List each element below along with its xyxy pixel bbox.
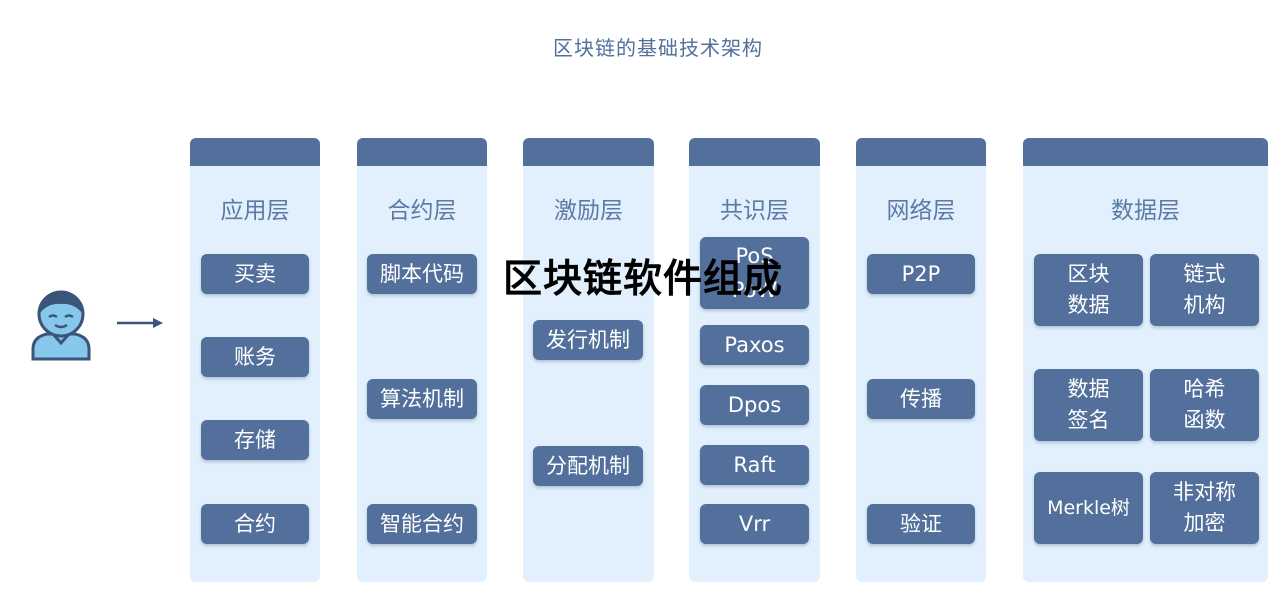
layer-item: 验证 bbox=[867, 504, 975, 544]
incentive-layer: 激励层 发行机制 分配机制 bbox=[523, 138, 654, 582]
data-item-line: 签名 bbox=[1067, 408, 1110, 432]
layer-title: 数据层 bbox=[1111, 198, 1180, 224]
layer-item: 智能合约 bbox=[367, 504, 477, 544]
layer-header-bar bbox=[856, 138, 986, 166]
layer-header-bar bbox=[1023, 138, 1268, 166]
network-layer: 网络层 P2P 传播 验证 bbox=[856, 138, 986, 582]
layer-item: Dpos bbox=[700, 385, 809, 425]
layer-item: 买卖 bbox=[201, 254, 309, 294]
consensus-layer: 共识层 PoS PoW Paxos Dpos Raft Vrr bbox=[689, 138, 820, 582]
application-layer: 应用层 买卖 账务 存储 合约 bbox=[190, 138, 320, 582]
layer-header-bar bbox=[689, 138, 820, 166]
layer-header-bar bbox=[190, 138, 320, 166]
layer-header-bar bbox=[357, 138, 487, 166]
layer-item: 传播 bbox=[867, 379, 975, 419]
layer-title: 网络层 bbox=[886, 198, 956, 224]
data-item: 哈希 函数 bbox=[1150, 369, 1259, 441]
data-item-line: 函数 bbox=[1183, 408, 1226, 432]
data-item-line: 机构 bbox=[1183, 293, 1226, 317]
data-item: 链式 机构 bbox=[1150, 254, 1259, 326]
layer-item: 分配机制 bbox=[533, 446, 643, 486]
layer-item: 算法机制 bbox=[367, 379, 477, 419]
overlay-caption: 区块链软件组成 bbox=[503, 257, 784, 302]
data-item-line: 数据 bbox=[1067, 293, 1110, 317]
layer-item: 存储 bbox=[201, 420, 309, 460]
layer-item: P2P bbox=[867, 254, 975, 294]
layer-title: 共识层 bbox=[720, 198, 789, 224]
user-icon bbox=[31, 290, 91, 361]
layer-item: Paxos bbox=[700, 325, 809, 365]
data-item-line: 非对称 bbox=[1173, 480, 1236, 504]
layer-item: 账务 bbox=[201, 337, 309, 377]
layer-item: PoW bbox=[731, 278, 778, 302]
data-item-line: 加密 bbox=[1183, 511, 1226, 535]
layer-item: 合约 bbox=[201, 504, 309, 544]
data-item-line: 链式 bbox=[1183, 262, 1226, 286]
data-layer: 数据层 区块 数据 链式 机构 数据 签名 哈希 函数 Merkle树 非对称 … bbox=[1023, 138, 1268, 582]
layer-title: 合约层 bbox=[387, 198, 457, 224]
layer-title: 应用层 bbox=[220, 198, 290, 224]
layer-header-bar bbox=[523, 138, 654, 166]
data-item-line: 数据 bbox=[1067, 377, 1110, 401]
data-item-line: 区块 bbox=[1067, 262, 1110, 286]
layer-item: 脚本代码 bbox=[367, 254, 477, 294]
pos-pow-box: PoS PoW bbox=[700, 237, 809, 309]
data-item: 数据 签名 bbox=[1034, 369, 1143, 441]
data-item: 区块 数据 bbox=[1034, 254, 1143, 326]
arrow-right-icon bbox=[117, 318, 163, 328]
data-item-line: 哈希 bbox=[1183, 377, 1226, 401]
layer-item: Vrr bbox=[700, 504, 809, 544]
layer-title: 激励层 bbox=[554, 198, 623, 224]
layer-item: Raft bbox=[700, 445, 809, 485]
data-item: 非对称 加密 bbox=[1150, 472, 1259, 544]
layer-item: PoS bbox=[735, 244, 774, 268]
data-item: Merkle树 bbox=[1034, 472, 1143, 544]
diagram-title: 区块链的基础技术架构 bbox=[553, 36, 763, 60]
layer-item: 发行机制 bbox=[533, 320, 643, 360]
contract-layer: 合约层 脚本代码 算法机制 智能合约 bbox=[357, 138, 487, 582]
